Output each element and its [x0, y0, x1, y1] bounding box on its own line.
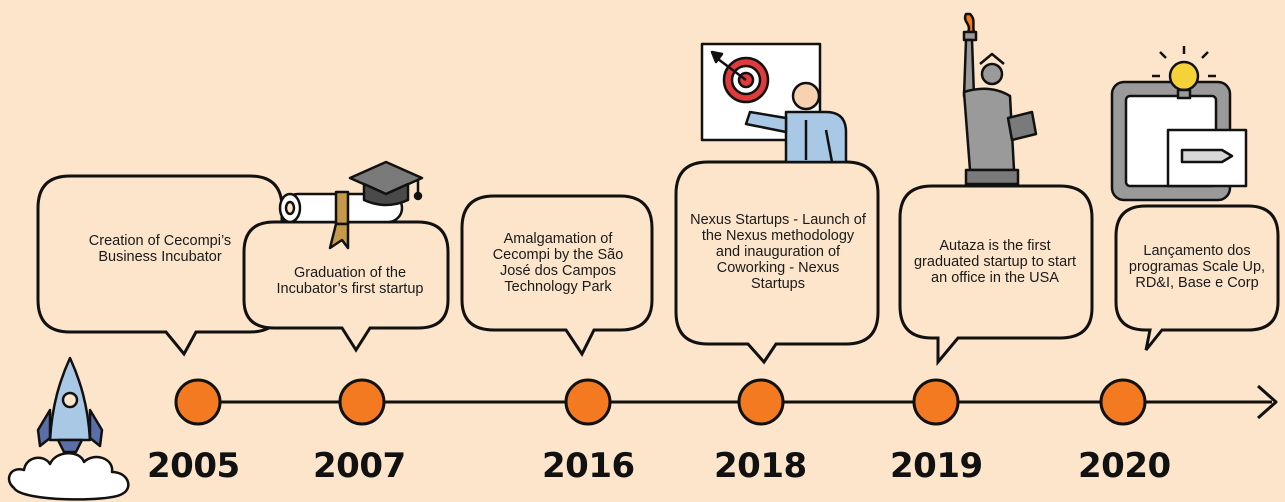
speech-bubble-2020	[1114, 204, 1280, 351]
event-text-2007: Graduation of the Incubator’s first star…	[276, 265, 424, 297]
speech-bubble-2007	[242, 220, 450, 353]
event-text-2018: Nexus Startups - Launch of the Nexus met…	[690, 212, 866, 292]
presentation-target-icon	[700, 42, 848, 164]
marker-2005	[174, 378, 222, 426]
year-label-2007: 2007	[313, 446, 406, 486]
year-label-2019: 2019	[890, 446, 983, 486]
speech-bubble-2019	[898, 184, 1094, 367]
speech-bubble-2016	[460, 194, 654, 357]
event-text-2020: Lançamento dos programas Scale Up, RD&I,…	[1128, 243, 1266, 291]
speech-bubble-2018	[674, 160, 880, 365]
year-label-2020: 2020	[1078, 446, 1171, 486]
rocket-icon	[7, 356, 130, 501]
marker-2019	[912, 378, 960, 426]
event-text-2019: Autaza is the first graduated startup to…	[913, 238, 1076, 286]
marker-2007	[338, 378, 386, 426]
marker-2020	[1099, 378, 1147, 426]
diploma-icon	[278, 160, 424, 250]
statue-of-liberty-icon	[962, 12, 1038, 186]
event-text-2005: Creation of Cecompi’s Business Incubator	[88, 233, 232, 265]
tablet-lightbulb-icon	[1110, 46, 1248, 202]
arrow-head-icon	[1257, 384, 1278, 420]
year-label-2018: 2018	[714, 446, 807, 486]
marker-2018	[737, 378, 785, 426]
marker-2016	[564, 378, 612, 426]
speech-bubble-2005	[36, 174, 284, 357]
event-text-2016: Amalgamation of Cecompi by the São José …	[492, 231, 624, 295]
year-label-2016: 2016	[542, 446, 635, 486]
year-label-2005: 2005	[147, 446, 240, 486]
